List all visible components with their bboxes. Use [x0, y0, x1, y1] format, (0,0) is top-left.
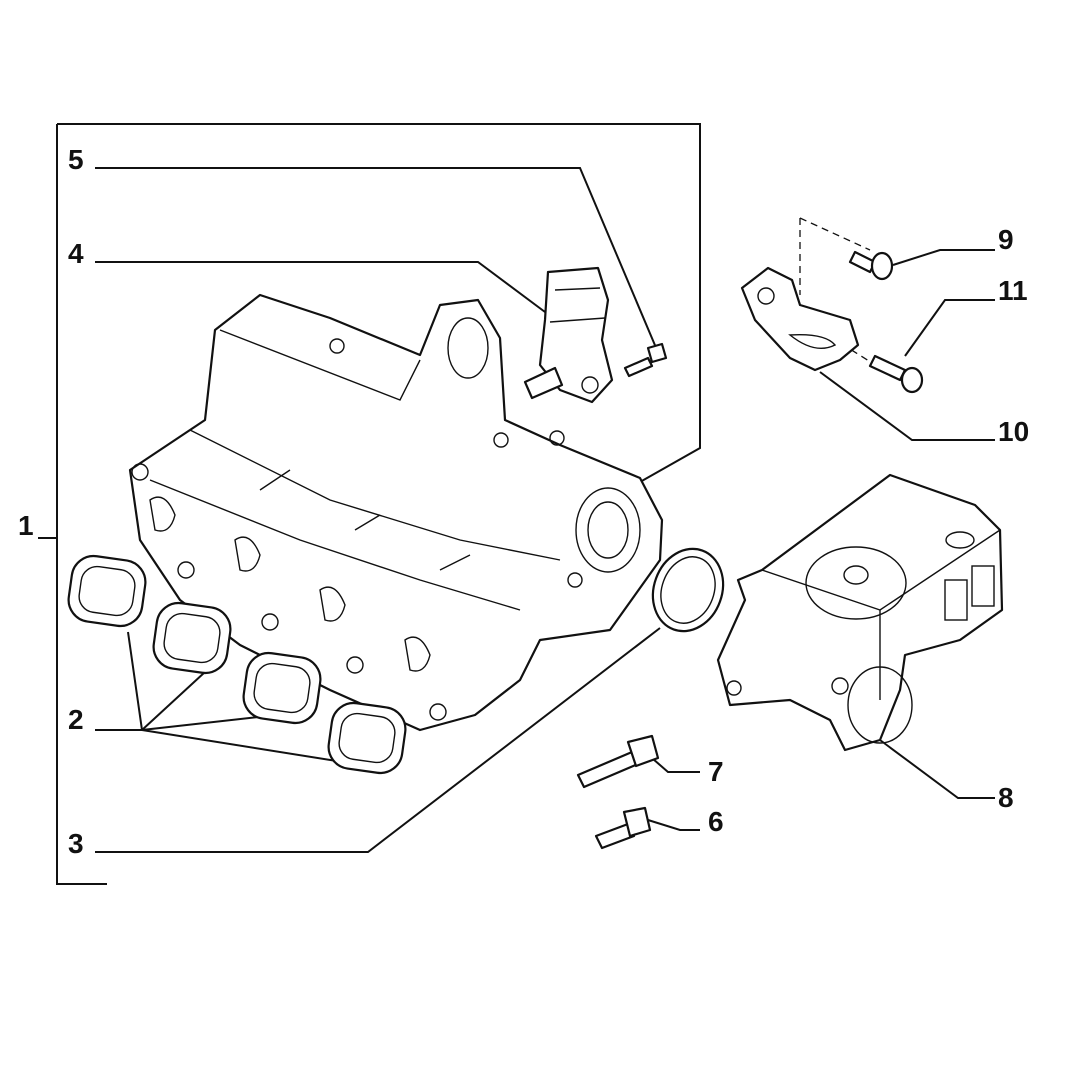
bracket-bolts	[848, 250, 924, 394]
sensor-screw	[623, 342, 668, 378]
mounting-bracket	[740, 266, 860, 372]
callout-2: 2	[68, 704, 84, 735]
assembly-bracket	[38, 123, 701, 885]
leader-lines	[95, 167, 995, 853]
callout-11: 11	[998, 275, 1028, 306]
callout-1: 1	[18, 510, 34, 541]
long-bolts	[576, 734, 660, 850]
pressure-sensor	[523, 266, 614, 404]
callout-5: 5	[68, 144, 84, 175]
callout-6: 6	[708, 806, 724, 837]
callout-9: 9	[998, 224, 1014, 255]
valve-actuator	[716, 473, 1004, 752]
callout-8: 8	[998, 782, 1014, 813]
callout-7: 7	[708, 756, 724, 787]
o-ring	[651, 547, 725, 633]
port-gaskets	[67, 554, 407, 775]
callout-10: 10	[998, 416, 1030, 447]
callout-4: 4	[68, 238, 84, 269]
callout-3: 3	[68, 828, 84, 859]
